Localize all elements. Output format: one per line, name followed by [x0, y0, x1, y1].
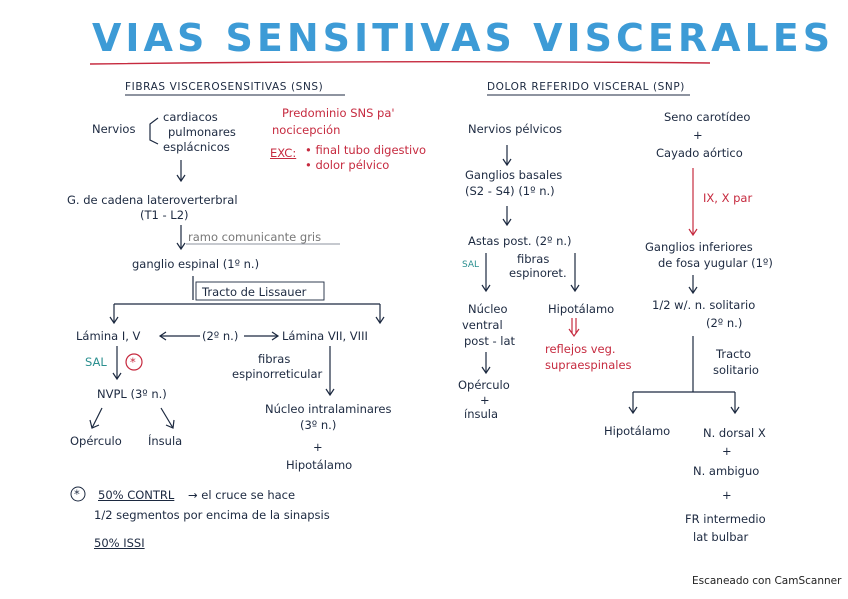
- footnote-segmentos: 1/2 segmentos por encima de la sinapsis: [94, 508, 330, 522]
- cadena-line2: (T1 - L2): [140, 208, 189, 222]
- nucleo-ventral: Núcleo: [468, 302, 508, 316]
- tracto-solitario: Tracto: [716, 347, 751, 361]
- sal-label: SAL: [85, 355, 107, 369]
- astas-posteriores: Astas post. (2º n.): [468, 234, 572, 248]
- tracto-lissauer: Tracto de Lissauer: [202, 285, 307, 299]
- scanner-footer: Escaneado con CamScanner: [692, 575, 842, 587]
- exc-label: EXC:: [270, 146, 297, 160]
- exc-item: • final tubo digestivo: [305, 143, 427, 157]
- ganglios-basales-n: (S2 - S4) (1º n.): [465, 184, 555, 198]
- insula-right: ínsula: [464, 407, 499, 421]
- nucleo-solitario-n: (2º n.): [706, 316, 743, 330]
- nucleo-ventral: post - lat: [464, 334, 516, 348]
- reflejos-supraespinales: supraespinales: [545, 358, 632, 372]
- nucleo-ventral: ventral: [462, 318, 503, 332]
- footnote-cruce: → el cruce se hace: [188, 488, 296, 502]
- fibras-right: fibras: [517, 252, 550, 266]
- fosa-yugular: de fosa yugular (1º): [658, 256, 773, 270]
- hipotalamo-left: Hipotálamo: [286, 458, 353, 472]
- fibras-label: fibras: [258, 352, 291, 366]
- left-heading: FIBRAS VISCEROSENSITIVAS (SNS): [125, 81, 324, 93]
- segunda-neurona: (2º n.): [202, 329, 239, 343]
- plus-sign: +: [313, 440, 323, 454]
- hipotalamo-right: Hipotálamo: [548, 302, 615, 316]
- fibras-espinorreticular: espinorreticular: [232, 367, 323, 381]
- hipotalamo-right-2: Hipotálamo: [604, 424, 671, 438]
- predominio-line2: nocicepción: [272, 123, 341, 137]
- plus-sign: +: [722, 488, 732, 502]
- nucleo-ambiguo: N. ambiguo: [693, 464, 760, 478]
- nervios-label: Nervios: [92, 122, 136, 136]
- reflejos-vegetativos: reflejos veg.: [545, 342, 616, 356]
- tracto-solitario: solitario: [713, 363, 759, 377]
- nerve-item: cardiacos: [163, 110, 218, 124]
- ganglios-basales: Ganglios basales: [465, 168, 563, 182]
- nucleo-dorsal-x: N. dorsal X: [703, 426, 766, 440]
- operculo-right: Opérculo: [458, 378, 510, 392]
- predominio-line1: Predominio SNS pa': [282, 106, 395, 120]
- plus-sign: +: [693, 128, 703, 142]
- exc-item: • dolor pélvico: [305, 158, 390, 172]
- plus-sign: +: [480, 393, 490, 407]
- ganglios-inferiores: Ganglios inferiores: [645, 240, 753, 254]
- nerve-item: pulmonares: [168, 125, 236, 139]
- seno-carotideo: Seno carotídeo: [664, 110, 751, 124]
- footnote-issi: 50% ISSI: [94, 536, 145, 550]
- nerve-item: esplácnicos: [163, 140, 230, 154]
- page-title: VIAS SENSITIVAS VISCERALES: [92, 16, 835, 60]
- nucleo-solitario: 1/2 w/. n. solitario: [652, 298, 756, 312]
- nvpl: NVPL (3º n.): [97, 387, 167, 401]
- fibras-espinoret: espinoret.: [509, 266, 567, 280]
- lamina-i-v: Lámina I, V: [76, 329, 141, 343]
- ganglio-espinal: ganglio espinal (1º n.): [132, 257, 260, 271]
- par-craneal: IX, X par: [703, 191, 753, 205]
- formacion-reticular: FR intermedio: [685, 512, 766, 526]
- formacion-reticular: lat bulbar: [693, 530, 749, 544]
- nucleo-intralaminares-n: (3º n.): [300, 418, 337, 432]
- cayado-aortico: Cayado aórtico: [656, 146, 743, 160]
- ramo-comunicante: ramo comunicante gris: [188, 230, 322, 244]
- star-mark: *: [130, 355, 136, 369]
- footnote-star: *: [74, 487, 80, 501]
- right-heading: DOLOR REFERIDO VISCERAL (SNP): [487, 81, 686, 93]
- cadena-line1: G. de cadena lateroverterbral: [67, 193, 238, 207]
- insula: Ínsula: [148, 434, 183, 448]
- plus-sign: +: [722, 444, 732, 458]
- nucleo-intralaminares: Núcleo intralaminares: [265, 402, 392, 416]
- footnote-contrl: 50% CONTRL: [98, 488, 175, 502]
- nervios-pelvicos: Nervios pélvicos: [468, 122, 563, 136]
- operculo: Opérculo: [70, 434, 122, 448]
- lamina-vii-viii: Lámina VII, VIII: [282, 329, 368, 343]
- sal-label-right: SAL: [462, 260, 480, 270]
